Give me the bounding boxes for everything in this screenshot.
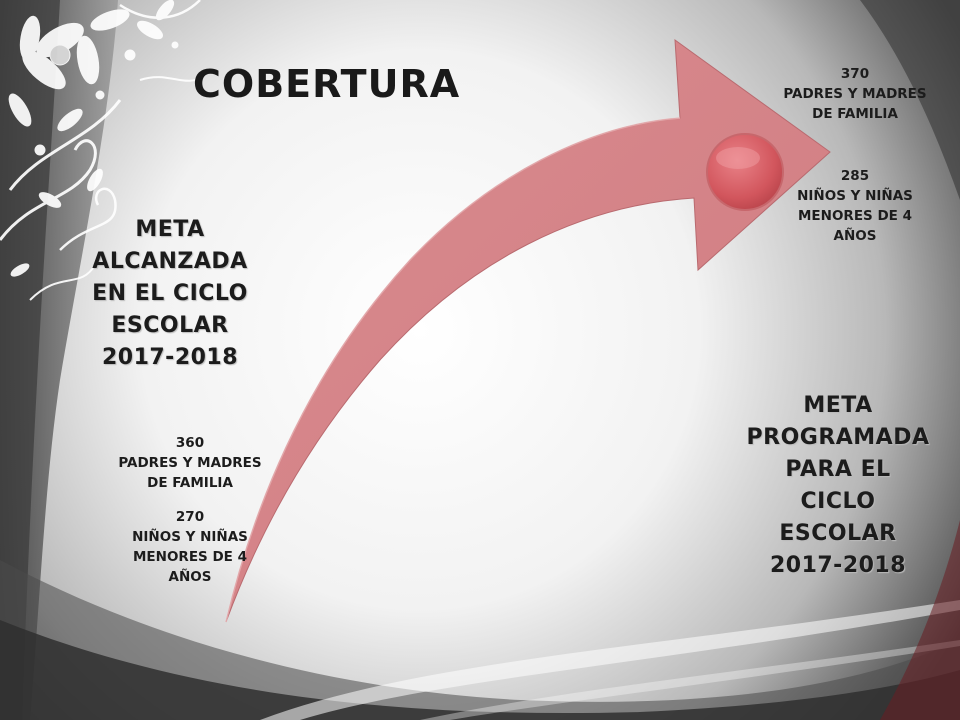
floral-decoration [0,0,206,301]
achieved-children-label: NIÑOS Y NIÑAS [132,529,248,545]
achieved-parents-value: 360 [175,435,205,451]
milestone-circle [706,133,784,211]
programmed-children-value: 285 [840,168,870,184]
slide-title: COBERTURA [193,62,461,106]
programmed-goal-heading: META PROGRAMADA PARA EL CICLO ESCOLAR 20… [746,393,930,578]
achieved-goal-stats: 360 PADRES Y MADRES DE FAMILIA 270 NIÑOS… [90,433,290,587]
programmed-parents-label: PADRES Y MADRES [783,86,927,102]
programmed-parents-value: 370 [840,66,870,82]
programmed-goal-stats: 370 PADRES Y MADRES DE FAMILIA 285 NIÑOS… [755,64,955,246]
programmed-children-label: NIÑOS Y NIÑAS [797,188,913,204]
achieved-goal-heading: META ALCANZADA EN EL CICLO ESCOLAR 2017-… [92,217,248,370]
achieved-children-value: 270 [175,509,205,525]
achieved-parents-label: PADRES Y MADRES [118,455,262,471]
